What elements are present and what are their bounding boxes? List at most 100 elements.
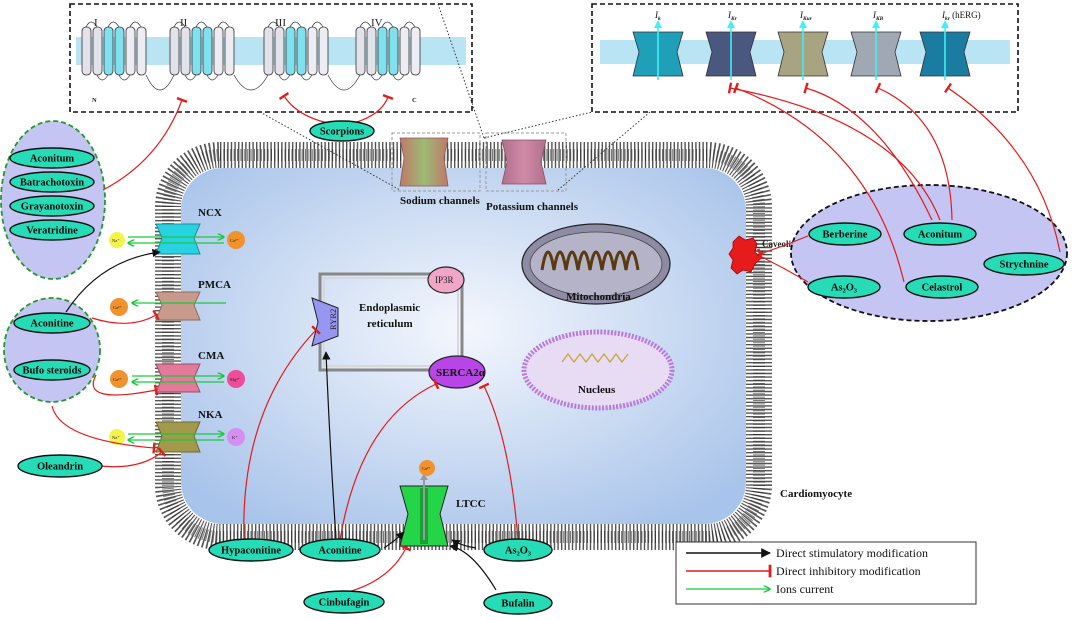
link-bufalin-ltcc — [449, 543, 497, 591]
mitochondria — [521, 223, 671, 305]
toxin-pill-aconitine-bottom: Aconitine — [299, 538, 381, 562]
na-ion-nka-label: Na⁺ — [112, 435, 120, 440]
svg-text:Veratridine: Veratridine — [26, 226, 78, 237]
na-helix-loop — [359, 21, 416, 28]
er-label-line2: reticulum — [367, 318, 413, 330]
link-cinbufagin-ltcc — [347, 544, 412, 593]
nucleus-label: Nucleus — [578, 384, 616, 396]
ca-ion-cma — [110, 370, 128, 388]
ltcc-label: LTCC — [456, 498, 486, 510]
na-ion-nka — [109, 429, 125, 445]
toxin-pill-celastrol: Celastrol — [905, 275, 979, 299]
legend: Direct stimulatory modification Direct i… — [675, 541, 977, 605]
sodium-channel-inset: I II III IV N C — [69, 3, 473, 113]
na-ion-ncx-label: Na⁺ — [112, 238, 120, 243]
svg-text:Grayanotoxin: Grayanotoxin — [21, 202, 84, 213]
toxin-pill-left-2: Batrachotoxin — [9, 171, 95, 193]
toxin-pill-as2o3-bottom: As₂O₃ — [483, 538, 553, 562]
k-ion-nka — [227, 428, 245, 446]
ca-ion-ltcc-label: Ca²⁺ — [422, 466, 431, 471]
na-helix-segment — [263, 26, 274, 76]
cma-label: CMA — [198, 350, 224, 362]
n-terminus-label: N — [92, 97, 97, 104]
toxin-pill-cinbufagin: Cinbufagin — [303, 590, 385, 614]
na-helix-segment — [377, 26, 388, 76]
cma-transporter — [155, 363, 201, 393]
toxin-pill-berberine: Berberine — [808, 222, 882, 246]
pmca-transporter — [155, 291, 201, 321]
k-channel-label-4: IKB — [872, 10, 884, 22]
k-channel-label-1: Ik — [654, 10, 661, 22]
pmca-label: PMCA — [198, 279, 231, 291]
na-helix-segment — [169, 26, 180, 76]
legend-inhib-label: Direct inhibitory modification — [776, 564, 921, 578]
domain-label-ii: II — [180, 17, 188, 29]
nucleus — [521, 329, 675, 411]
potassium-channels-label: Potassium channels — [486, 201, 579, 213]
ryr2-label: RYR2 — [328, 309, 338, 330]
serca-label: SERCA2α — [436, 367, 486, 379]
link-bufo-cma — [92, 374, 159, 396]
svg-text:Aconitine: Aconitine — [30, 319, 74, 330]
link-aconitum-ikur — [803, 82, 933, 221]
nka-label: NKA — [198, 409, 223, 421]
er-label-line1: Endoplasmic — [359, 302, 420, 314]
na-helix-segment — [399, 26, 410, 76]
link-aconitum-ikb — [874, 82, 953, 221]
link-strychnine-ikr-herg — [943, 82, 1061, 253]
svg-text:Aconitum: Aconitum — [30, 154, 75, 165]
cell-label: Cardiomyocyte — [780, 488, 852, 500]
na-helix-segment — [224, 26, 235, 76]
na-helix-segment — [103, 26, 114, 76]
svg-text:Oleandrin: Oleandrin — [37, 462, 83, 473]
na-helix-segment — [180, 26, 191, 76]
potassium-channel — [485, 132, 567, 192]
na-helix-segment — [114, 26, 125, 76]
ca-ion-ncx-label: Ca²⁺ — [230, 238, 239, 243]
link-bufo-nka — [51, 405, 156, 454]
na-helix-segment — [125, 26, 136, 76]
domain-label-i: I — [94, 17, 98, 29]
toxin-pill-aconitine-left: Aconitine — [13, 312, 91, 334]
k-channel-label-2: IKr — [727, 10, 738, 22]
svg-text:Berberine: Berberine — [823, 230, 868, 241]
na-helix-segment — [191, 26, 202, 76]
na-helix-segment — [307, 26, 318, 76]
k-channel-4: IKB — [850, 10, 902, 80]
ca-ion-cma-label: Ca²⁺ — [113, 377, 122, 382]
svg-text:Batrachotoxin: Batrachotoxin — [20, 178, 84, 189]
nka-transporter — [155, 421, 201, 453]
mg-ion-cma-label: Mg²⁺ — [230, 377, 241, 382]
svg-text:Cinbufagin: Cinbufagin — [319, 598, 370, 609]
k-channel-label-3: IKur — [799, 10, 813, 22]
sodium-channel — [391, 132, 481, 192]
toxin-pill-strychnine: Strychnine — [983, 252, 1065, 276]
na-helix-loop — [96, 74, 131, 81]
toxin-pill-bufo-steroids: Bufo steroids — [13, 359, 91, 381]
toxin-pill-aconitum-right: Aconitum — [903, 222, 977, 246]
ip3r — [427, 266, 465, 294]
ca-ion-ncx — [227, 231, 245, 249]
na-helix-segment — [318, 26, 329, 76]
na-helix-segment — [274, 26, 285, 76]
ncx-label: NCX — [198, 207, 222, 219]
svg-text:As₂O₃: As₂O₃ — [831, 283, 857, 294]
na-helix-loop — [267, 21, 324, 28]
toxin-pill-left-3: Grayanotoxin — [9, 195, 95, 217]
ip3r-label: IP3R — [435, 275, 454, 285]
na-helix-segment — [136, 26, 147, 76]
toxin-pill-bufalin: Bufalin — [483, 591, 553, 615]
link-oleandrin-nka — [99, 447, 167, 468]
toxin-pill-hypaconitine: Hypaconitine — [208, 538, 294, 562]
link-aconitine-ltcc — [383, 531, 405, 549]
na-helix-loop — [85, 21, 142, 28]
na-helix-loop — [370, 74, 405, 81]
domain-label-iv: IV — [371, 17, 383, 29]
na-helix-segment — [213, 26, 224, 76]
svg-text:Hypaconitine: Hypaconitine — [221, 546, 281, 557]
toxin-pill-oleandrin: Oleandrin — [17, 454, 103, 478]
svg-text:Scorpions: Scorpions — [320, 127, 364, 138]
legend-ion-label: Ions current — [776, 582, 834, 596]
svg-text:Bufo steroids: Bufo steroids — [22, 366, 81, 377]
